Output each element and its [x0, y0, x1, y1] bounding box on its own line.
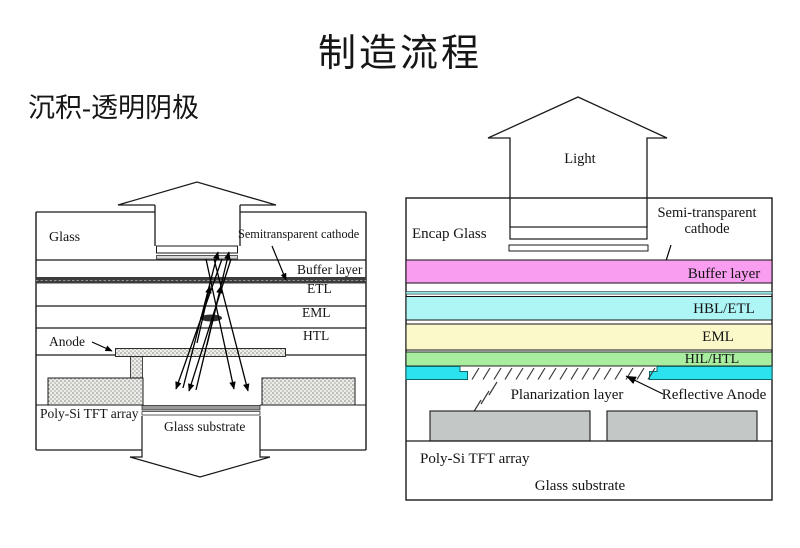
poly-si-tft-label: Poly-Si TFT array — [40, 406, 139, 421]
semi-transparent-cathode-label-line2: cathode — [684, 221, 729, 237]
anode-pointer-arrow — [91, 341, 113, 352]
page-title: 制造流程 — [317, 33, 482, 75]
left-stack-outline — [35, 211, 367, 450]
planarization-label: Planarization layer — [511, 387, 624, 403]
down-light-arrow-icon — [129, 416, 271, 478]
hbl-etl-layer — [405, 296, 773, 321]
encap-glass-label: Encap Glass — [412, 226, 487, 242]
htl-label: HTL — [303, 328, 329, 343]
light-rays — [175, 251, 250, 392]
reflective-anode-pointer-arrow — [625, 375, 664, 395]
cathode-bars — [156, 245, 238, 260]
light-label: Light — [564, 151, 595, 167]
thin-cathode-strip — [405, 291, 773, 295]
bottom-mirror-bars — [141, 405, 261, 416]
anode-label: Anode — [49, 334, 85, 349]
etl-label: ETL — [307, 281, 332, 296]
eml-label: EML — [302, 305, 331, 320]
glass-substrate-label: Glass substrate — [164, 419, 245, 434]
eml-layer — [405, 323, 773, 351]
left-device-diagram: Glass Semitransparent cathode Buffer lay… — [35, 181, 367, 478]
buffer-layer-label: Buffer layer — [297, 262, 363, 277]
hil-htl-layer — [405, 351, 773, 367]
tft-blocks — [47, 377, 356, 406]
cathode-pointer-arrow — [271, 245, 287, 281]
semi-transparent-cathode-label-line1: Semi-transparent — [657, 205, 756, 221]
slide-subtitle: 沉积-透明阴极 — [28, 93, 199, 123]
semitransparent-cathode-label: Semitransparent cathode — [238, 227, 360, 241]
emission-spot — [200, 314, 222, 322]
reflective-anode-strips — [405, 366, 773, 380]
reflective-anode-label: Reflective Anode — [662, 387, 767, 403]
buffer-layer-label: Buffer layer — [688, 266, 761, 282]
poly-si-tft-label: Poly-Si TFT array — [420, 451, 530, 467]
planarization-hatch — [471, 367, 656, 414]
glass-substrate-label: Glass substrate — [535, 478, 626, 494]
up-light-arrow-icon — [487, 96, 668, 227]
tft-blocks — [429, 410, 758, 442]
cathode-bars — [508, 226, 649, 252]
eml-label: EML — [702, 329, 734, 345]
hil-htl-label: HIL/HTL — [685, 352, 739, 367]
hbl-etl-label: HBL/ETL — [693, 301, 755, 317]
buffer-layer — [405, 259, 773, 284]
glass-label: Glass — [49, 230, 80, 245]
dark-cathode-band — [36, 277, 366, 284]
anode-via-pillar — [130, 356, 143, 379]
right-device-diagram: Light Encap Glass Semi-transparent catho… — [405, 96, 773, 501]
